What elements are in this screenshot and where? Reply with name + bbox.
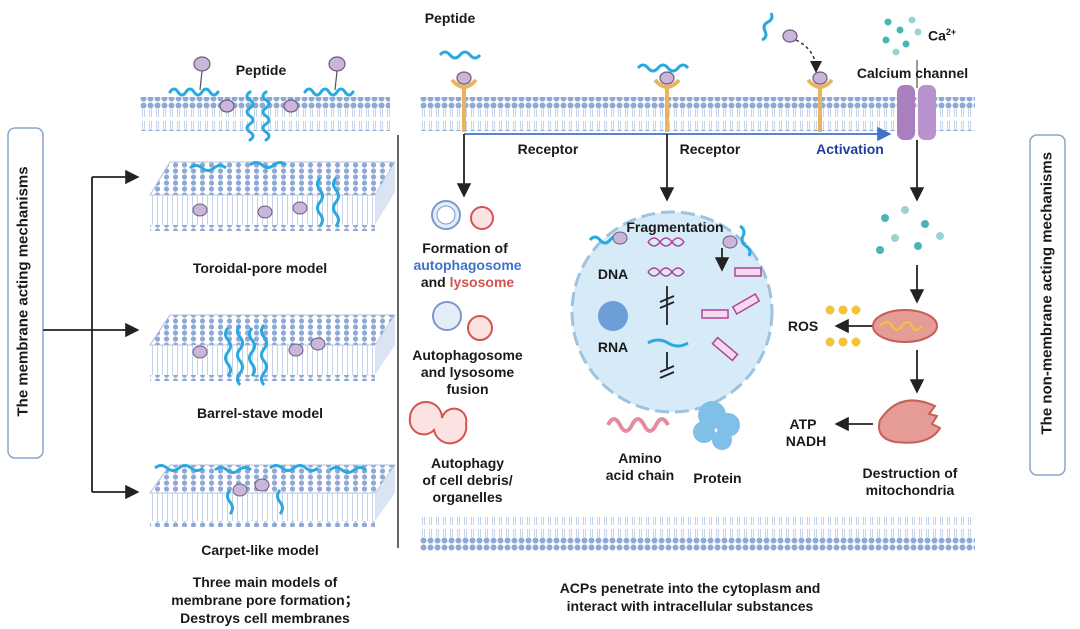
- left-caption-line-2: membrane pore formation；: [171, 592, 359, 608]
- carpet-like-slab: [149, 464, 396, 527]
- left-caption-line-1: Three main models of: [192, 574, 338, 590]
- receptor-label-2: Receptor: [679, 141, 741, 157]
- receptor-peptides: [438, 12, 828, 85]
- fusion-line-1: Autophagosome: [412, 347, 523, 363]
- receptor-label-1: Receptor: [517, 141, 579, 157]
- and-word: and: [420, 274, 446, 290]
- amino-line-1: Amino: [618, 450, 662, 466]
- formation-of-label: Formation of: [422, 240, 508, 256]
- left-side-box: [7, 127, 44, 459]
- debris-line-3: organelles: [432, 489, 503, 505]
- debris-line-1: Autophagy: [430, 455, 505, 471]
- left-caption-line-3: Destroys cell membranes: [180, 610, 350, 626]
- destruction-line-1: Destruction of: [862, 465, 958, 481]
- fusion-line-2: and lysosome: [420, 364, 515, 380]
- left-branch-arrows: [43, 169, 140, 500]
- flow-arrows: [456, 126, 925, 432]
- calcium-ions-mid: [876, 206, 944, 254]
- protein-blob: [693, 401, 740, 450]
- non-membrane-mechanisms-label: The non-membrane acting mechanisms: [1038, 151, 1056, 435]
- calcium-ions-top: [882, 16, 922, 56]
- right-side-box: [1029, 134, 1066, 476]
- left-peptide-label: Peptide: [235, 62, 287, 78]
- calcium-symbol: Ca: [928, 27, 946, 44]
- nadh-label: NADH: [785, 433, 827, 449]
- destruction-line-2: mitochondria: [865, 482, 955, 498]
- right-bottom-membrane: [420, 517, 975, 551]
- toroidal-pore-label: Toroidal-pore model: [192, 260, 328, 276]
- activation-label: Activation: [805, 141, 895, 158]
- barrel-stave-slab: [149, 314, 396, 386]
- and-lysosome-label: and lysosome: [405, 274, 530, 291]
- barrel-stave-label: Barrel-stave model: [196, 405, 324, 421]
- calcium-charge: 2+: [945, 27, 957, 37]
- debris-line-2: of cell debris/: [422, 472, 513, 488]
- rna-label: RNA: [597, 339, 629, 355]
- fusion-line-3: fusion: [446, 381, 489, 397]
- atp-label: ATP: [789, 416, 817, 432]
- receptors: [450, 78, 834, 132]
- mitochondria: [872, 309, 942, 444]
- autophagosome-label: autophagosome: [413, 257, 522, 273]
- carpet-like-label: Carpet-like model: [201, 542, 319, 558]
- cell: [570, 210, 774, 414]
- right-caption-line-2: interact with intracellular substances: [566, 598, 814, 614]
- calcium-channel-label: Calcium channel: [856, 65, 969, 81]
- autophagy-vesicles: [408, 200, 494, 445]
- left-peptide-heads: [193, 56, 346, 113]
- calcium-channel: [897, 60, 936, 140]
- membrane-mechanisms-label: The membrane acting mechanisms: [14, 166, 32, 417]
- left-peptides: [168, 87, 355, 142]
- amino-acid-chain: [606, 417, 670, 433]
- ros-label: ROS: [787, 318, 819, 334]
- calcium-ion-label: Ca2+: [928, 24, 956, 45]
- right-top-membrane: [420, 97, 975, 131]
- ros-dots: [825, 305, 861, 347]
- right-caption-line-1: ACPs penetrate into the cytoplasm and: [559, 580, 821, 596]
- protein-label: Protein: [693, 470, 742, 486]
- right-peptide-label: Peptide: [424, 10, 476, 26]
- amino-line-2: acid chain: [605, 467, 675, 483]
- dna-label: DNA: [597, 266, 629, 282]
- fragmentation-label: Fragmentation: [626, 219, 724, 235]
- activation-text: Activation: [816, 141, 884, 157]
- toroidal-pore-slab: [149, 161, 396, 231]
- lysosome-word: lysosome: [449, 274, 515, 290]
